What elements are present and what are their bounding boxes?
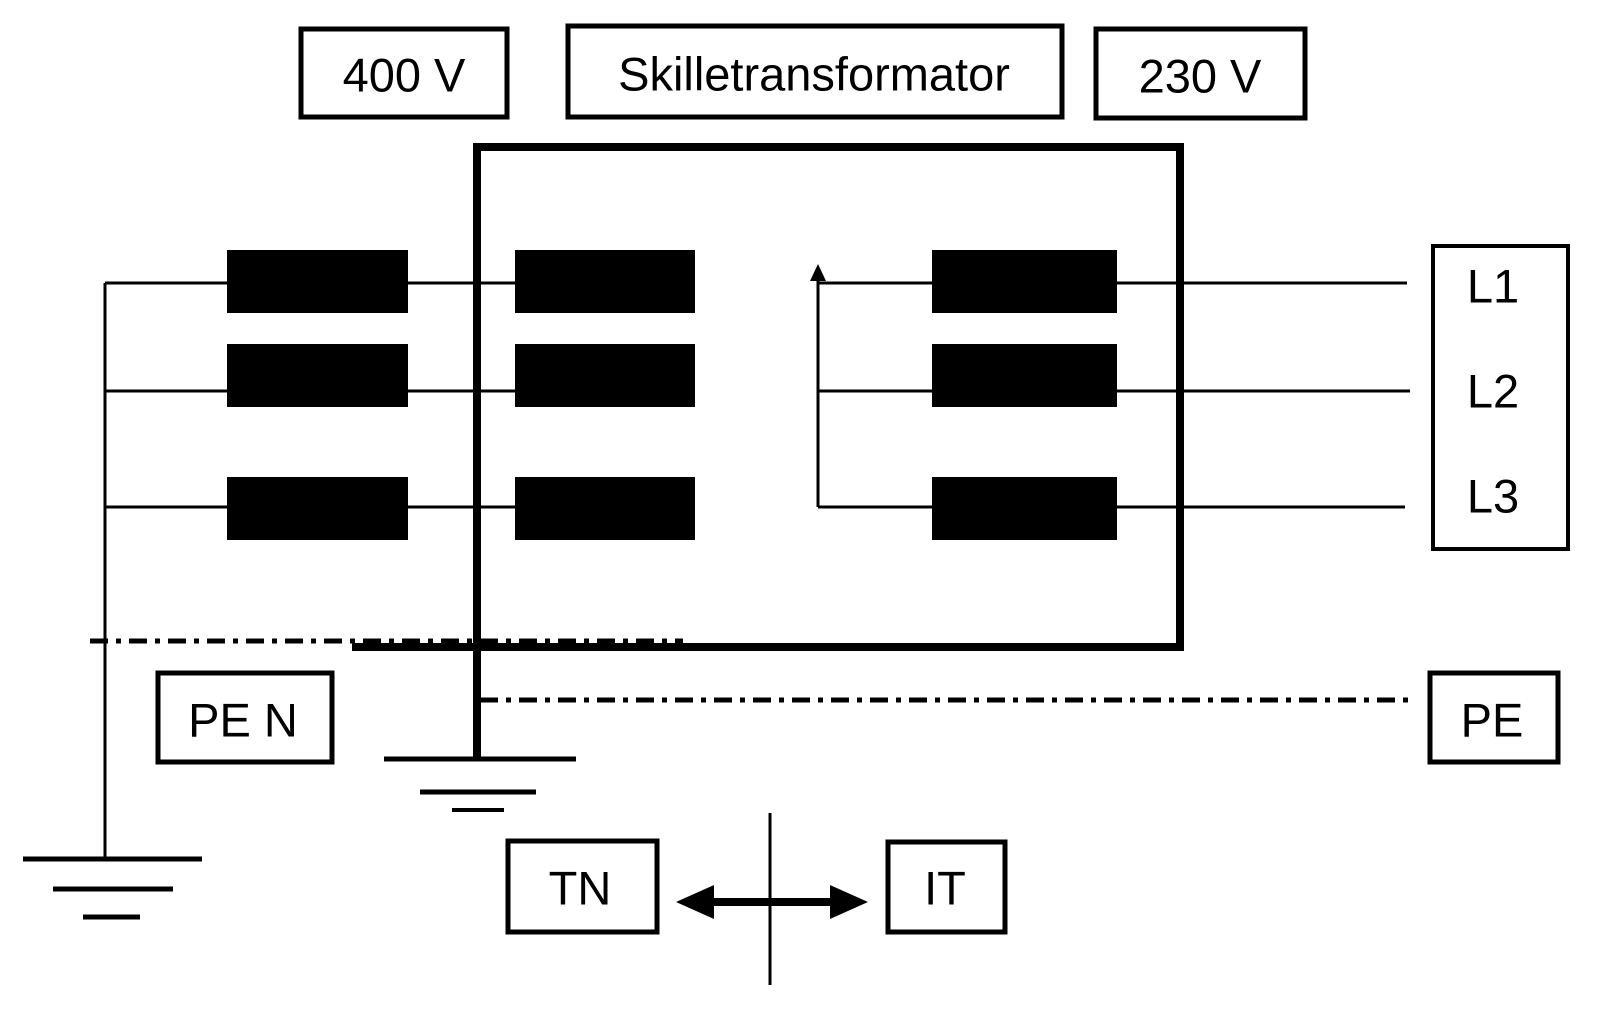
transformer-secondary-winding-row2 xyxy=(932,344,1117,407)
arrowhead-left-icon xyxy=(676,885,714,919)
label-box-tn xyxy=(505,838,660,935)
arrowhead-right-icon xyxy=(830,885,868,919)
transformer-primary-winding-row2 xyxy=(515,344,695,407)
label-box-400v xyxy=(298,26,510,120)
text-labels: 400 V Skilletransformator 230 V L1 L2 L3… xyxy=(188,48,1523,915)
transformer-primary-winding-row1 xyxy=(515,250,695,313)
label-box-pe xyxy=(1427,670,1561,765)
phase-terminal-box xyxy=(1431,244,1570,551)
transformer-primary-winding-row3 xyxy=(515,477,695,540)
phase-label-l3: L3 xyxy=(1467,470,1519,523)
windings xyxy=(227,250,1117,919)
label-box-skilletransformator xyxy=(565,23,1065,120)
phase-label-l1: L1 xyxy=(1467,260,1519,313)
label-box-230v xyxy=(1093,26,1308,121)
pe-conductor-label: PE xyxy=(1461,694,1524,747)
label-box-it xyxy=(885,839,1008,935)
transformer-name-label: Skilletransformator xyxy=(618,48,1010,101)
secondary-bus-top-tick xyxy=(810,264,826,281)
pen-conductor-label: PE N xyxy=(188,694,298,747)
earth-symbol-source xyxy=(23,856,202,920)
transformer-secondary-winding-row3 xyxy=(932,477,1117,540)
phase-label-l2: L2 xyxy=(1467,365,1519,418)
primary-voltage-label: 400 V xyxy=(343,49,466,102)
it-system-label: IT xyxy=(924,862,966,915)
label-box-pen xyxy=(155,670,335,765)
label-boxes xyxy=(155,23,1570,935)
transformer-secondary-winding-row1 xyxy=(932,250,1117,313)
primary-winding-row1 xyxy=(227,250,408,313)
tn-system-label: TN xyxy=(549,862,612,915)
primary-winding-row3 xyxy=(227,477,408,540)
secondary-voltage-label: 230 V xyxy=(1139,50,1262,103)
primary-winding-row2 xyxy=(227,344,408,407)
earth-symbol-transformer xyxy=(384,756,576,812)
